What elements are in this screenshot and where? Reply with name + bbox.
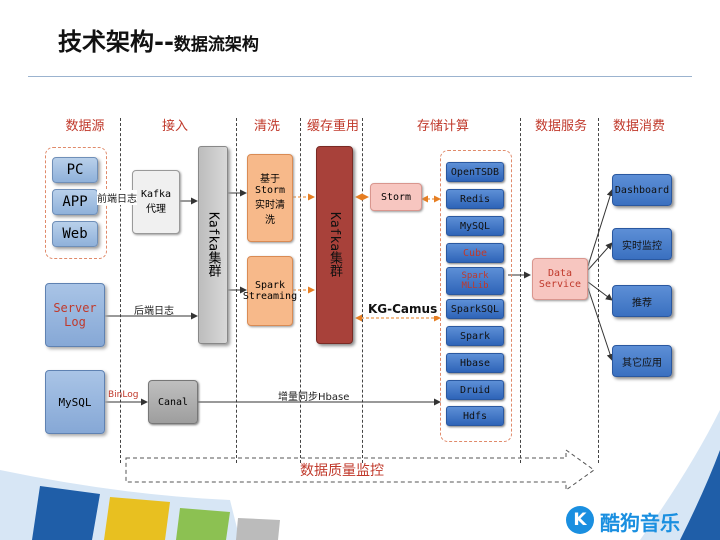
storage-spark-mllib: Spark MLLib	[446, 267, 504, 295]
brand-logo-icon: K	[566, 506, 594, 534]
brand-name: 酷狗音乐	[600, 511, 680, 535]
page-title: 技术架构--数据流架构	[58, 22, 259, 57]
storage-hbase: Hbase	[446, 353, 504, 373]
source-app: APP	[52, 189, 98, 215]
consumer-other-apps: 其它应用	[612, 345, 672, 377]
kafka-cluster-ingest-label: Kafka集群	[205, 212, 221, 278]
header-cleaning: 清洗	[253, 119, 280, 134]
edge-label-binlog: BinLog	[108, 390, 139, 400]
arrow-service-dashboard	[587, 189, 614, 267]
storage-spark: Spark	[446, 326, 504, 346]
storage-redis: Redis	[446, 189, 504, 209]
source-server-log: Server Log	[45, 283, 105, 347]
column-divider	[598, 118, 599, 463]
header-service: 数据服务	[534, 119, 587, 134]
column-divider	[520, 118, 521, 463]
storage-sparksql: SparkSQL	[446, 299, 504, 319]
title-main: 技术架构--	[58, 28, 174, 56]
consumer-dashboard: Dashboard	[612, 174, 672, 206]
storage-druid: Druid	[446, 380, 504, 400]
source-pc: PC	[52, 157, 98, 183]
storage-hdfs: Hdfs	[446, 406, 504, 426]
canal: Canal	[148, 380, 198, 424]
edge-label-backend-log: 后端日志	[134, 306, 174, 317]
arrow-service-other	[587, 287, 614, 361]
storm-realtime-cleaning: 基于Storm实时清洗	[247, 154, 293, 242]
arrow-service-recommend	[587, 281, 613, 301]
consumer-realtime-monitor: 实时监控	[612, 228, 672, 260]
column-divider	[362, 118, 363, 463]
kafka-cluster-cache-label: Kafka集群	[327, 212, 342, 278]
edge-label-incremental-sync: 增量同步Hbase	[278, 392, 350, 403]
kg-camus-label: KG-Camus	[366, 302, 440, 316]
arrow-service-monitor	[587, 242, 613, 271]
kafka-cluster-cache: Kafka集群	[316, 146, 353, 344]
header-cache: 缓存重用	[306, 119, 359, 134]
edge-label-frontend-log: 前端日志	[97, 190, 137, 205]
storage-cube: Cube	[446, 243, 504, 263]
consumer-recommend: 推荐	[612, 285, 672, 317]
storm-node: Storm	[370, 183, 422, 211]
header-data-source: 数据源	[65, 119, 105, 134]
title-sub: 数据流架构	[173, 35, 259, 55]
data-quality-label: 数据质量监控	[300, 463, 384, 479]
column-divider	[120, 118, 121, 463]
kafka-agent: Kafka代理	[132, 170, 180, 234]
header-storage: 存储计算	[416, 119, 469, 134]
source-web: Web	[52, 221, 98, 247]
header-ingest: 接入	[161, 119, 188, 134]
header-consumer: 数据消费	[612, 119, 665, 134]
data-service: Data Service	[532, 258, 588, 300]
spark-streaming: Spark Streaming	[243, 256, 297, 326]
title-divider	[28, 76, 692, 77]
kafka-cluster-ingest: Kafka集群	[198, 146, 228, 344]
storage-opentsdb: OpenTSDB	[446, 162, 504, 182]
storage-group	[440, 150, 512, 442]
source-mysql: MySQL	[45, 370, 105, 434]
storage-mysql: MySQL	[446, 216, 504, 236]
